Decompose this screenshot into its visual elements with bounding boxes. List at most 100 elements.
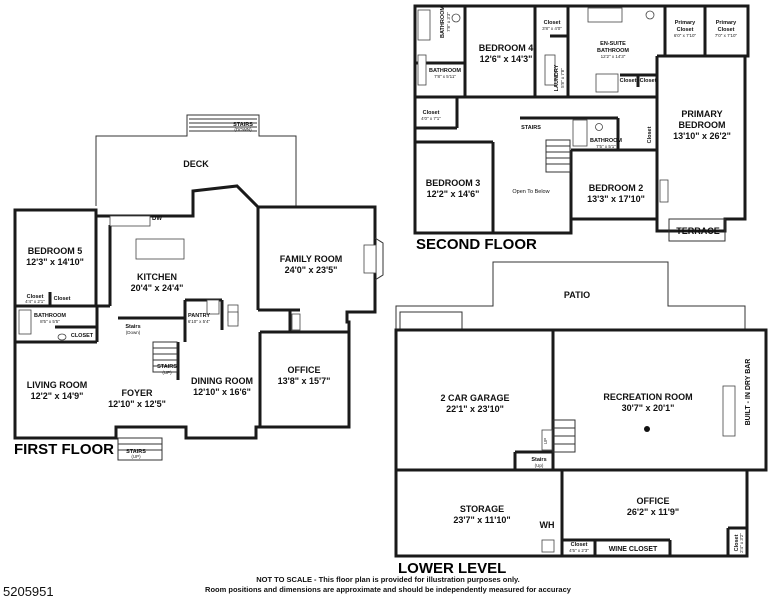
sp-closet-b-name: Closet xyxy=(640,78,657,84)
open-below-label: Open To Below xyxy=(512,189,549,195)
ensuite-tub xyxy=(587,7,623,23)
primary-bedroom-name: PRIMARY xyxy=(681,109,722,119)
stairs-up-dim: (UP) xyxy=(162,370,172,375)
kitchen-name: KITCHEN xyxy=(137,272,177,282)
living-room-name: LIVING ROOM xyxy=(27,380,88,390)
sp-bathroom-c-dim: 7'5" x 5'1" xyxy=(596,144,616,149)
recreation-dim: 30'7" x 20'1" xyxy=(622,403,675,413)
bedroom3-dim: 12'2" x 14'6" xyxy=(427,189,480,199)
ll-stairs-name: Stairs xyxy=(531,457,546,463)
lower-level-plan: PATIO 2 CAR GARAGE 22'1" x 23'10" RECREA… xyxy=(394,261,768,577)
pantry-dim: 6'10" x 5'4" xyxy=(188,319,211,324)
second-floor-stairs xyxy=(545,139,571,173)
storage-name: STORAGE xyxy=(460,504,504,514)
terrace-outline xyxy=(668,218,726,242)
deck-stairs-name: STAIRS xyxy=(233,122,253,128)
patio-step xyxy=(399,311,463,330)
fp-bathroom-dim: 8'5" x 5'5" xyxy=(40,319,60,324)
front-steps xyxy=(117,437,163,461)
bedroom3-name: BEDROOM 3 xyxy=(426,178,481,188)
pantry-shelf xyxy=(206,299,220,315)
stairs-up-name: STAIRS xyxy=(157,364,177,370)
family-room-name: FAMILY ROOM xyxy=(280,254,343,264)
fp-bathroom-name: BATHROOM xyxy=(34,313,66,319)
wh-label: WH xyxy=(540,520,555,530)
lower-stairs xyxy=(552,419,576,453)
office-ll-dim: 26'2" x 11'9" xyxy=(627,507,679,517)
terrace-name: TERRACE xyxy=(676,226,720,236)
up-label: UP xyxy=(543,438,548,444)
deck-label: DECK xyxy=(183,159,209,169)
primary-closet1-name: Primary xyxy=(675,20,696,26)
toilet-2c xyxy=(595,123,603,131)
dining-room-dim: 12'10" x 16'6" xyxy=(193,387,251,397)
primary-fireplace xyxy=(659,179,669,203)
stairs-down-dim: (Down) xyxy=(126,330,141,335)
lower-level-label: LOWER LEVEL xyxy=(398,560,506,577)
kitchen-dim: 20'4" x 24'4" xyxy=(131,283,184,293)
front-stairs-dim: (UP) xyxy=(131,454,141,459)
patio-outline xyxy=(395,261,746,330)
pantry-name: PANTRY xyxy=(188,313,210,319)
bedroom2-name: BEDROOM 2 xyxy=(589,183,644,193)
ensuite-dim: 12'2" x 14'3" xyxy=(601,54,626,59)
family-room-dim: 24'0" x 23'5" xyxy=(285,265,338,275)
dry-bar-name: BUILT - IN DRY BAR xyxy=(745,359,752,426)
dining-room-name: DINING ROOM xyxy=(191,376,253,386)
ensuite-name: EN-SUITE xyxy=(600,41,626,47)
toilet xyxy=(57,333,67,341)
bay-window xyxy=(374,237,384,281)
fp-closet1-name: Closet xyxy=(27,294,44,300)
first-floor-label: FIRST FLOOR xyxy=(14,441,114,458)
sp-bathroom-b-dim: 7'8" x 5'11" xyxy=(434,74,456,79)
primary-bedroom-name2: BEDROOM xyxy=(679,120,726,130)
sp-closet-top-dim: 3'8" x 4'0" xyxy=(542,26,562,31)
primary-closet2-dim: 7'0" x 7'10" xyxy=(715,33,738,38)
storage-dim: 23'7" x 11'10" xyxy=(453,515,510,525)
sp-closet-top-name: Closet xyxy=(544,20,561,26)
deck-stairs-dim: (DOWN) xyxy=(234,127,252,132)
sp-closet-a-name: Closet xyxy=(620,78,637,84)
sp-bathroom-a-dim: 7'8" x 3'3" xyxy=(446,12,451,32)
laundry-name: LAUNDRY xyxy=(554,64,560,91)
fp-closet2-name: Closet xyxy=(54,296,71,302)
sp-closet-pb-name: Closet xyxy=(647,126,653,143)
office-fp-name: OFFICE xyxy=(288,365,321,375)
ll-closet1-dim: 4'5" x 2'3" xyxy=(569,548,589,553)
vanity xyxy=(417,54,427,86)
foyer-stairs xyxy=(152,341,178,373)
sp-stairs-name: STAIRS xyxy=(521,125,541,131)
sp-bathroom-b-name: BATHROOM xyxy=(429,68,461,74)
lower-level-outline xyxy=(394,328,768,558)
stairs-down-name: Stairs xyxy=(125,324,140,330)
sp-bathroom-a-name: BATHROOM xyxy=(440,6,446,38)
wine-closet-name: WINE CLOSET xyxy=(609,546,658,553)
fireplace xyxy=(363,244,377,274)
bedroom5-name: BEDROOM 5 xyxy=(28,246,83,256)
sp-closet-left-dim: 4'0" x 7'1" xyxy=(421,116,441,121)
first-floor-outline xyxy=(13,184,377,440)
sp-bathroom-c-name: BATHROOM xyxy=(590,138,622,144)
kitchen-island xyxy=(135,238,185,260)
water-heater xyxy=(541,539,555,553)
primary-bedroom-dim: 13'10" x 26'2" xyxy=(673,131,731,141)
first-floor-plan: DECK DW STAIRS (DOWN) BEDROOM 5 12'3" x … xyxy=(13,114,384,461)
listing-id: 5205951 xyxy=(3,584,54,599)
second-floor-outline xyxy=(413,4,750,235)
garage-steps xyxy=(541,429,553,451)
second-floor-label: SECOND FLOOR xyxy=(416,236,537,253)
primary-closet2-name: Primary xyxy=(716,20,737,26)
foyer-dim: 12'10" x 12'5" xyxy=(108,399,166,409)
bedroom5-dim: 12'3" x 14'10" xyxy=(26,257,84,267)
foyer-name: FOYER xyxy=(121,388,153,398)
closet-box xyxy=(291,313,301,331)
office-fp-dim: 13'8" x 15'7" xyxy=(278,376,331,386)
ll-stairs-dim: (Up) xyxy=(535,463,544,468)
garage-dim: 22'1" x 23'10" xyxy=(446,404,504,414)
garage-name: 2 CAR GARAGE xyxy=(440,393,509,403)
laundry-dim: 5'8" x 7'8" xyxy=(560,68,565,88)
primary-closet1-name2: Closet xyxy=(677,27,694,33)
laundry-machines xyxy=(544,54,556,86)
front-stairs-name: STAIRS xyxy=(126,449,146,455)
